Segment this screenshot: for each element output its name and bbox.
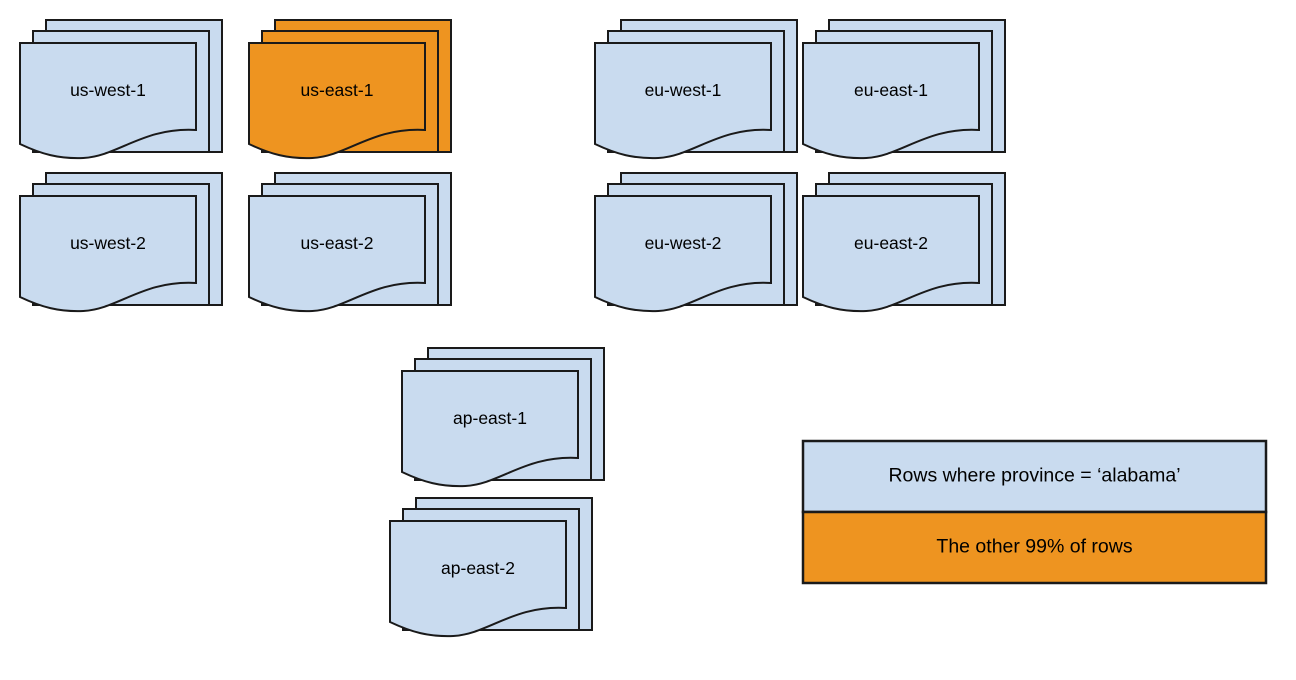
legend-row-orange: The other 99% of rows: [801, 510, 1268, 585]
legend-row-orange-label: The other 99% of rows: [936, 536, 1132, 558]
eu-east-1-front-sheet: [802, 42, 980, 160]
us-east-2-front-sheet: [248, 195, 426, 313]
legend-row-blue: Rows where province = ‘alabama’: [801, 439, 1268, 514]
document-stack-eu-east-2[interactable]: eu-east-2: [802, 172, 1006, 313]
us-east-2-label: us-east-2: [301, 233, 374, 253]
us-west-1-label: us-west-1: [70, 80, 146, 100]
eu-west-2-label: eu-west-2: [645, 233, 722, 253]
us-east-1-front-sheet: [248, 42, 426, 160]
ap-east-1-label: ap-east-1: [453, 408, 527, 428]
eu-west-1-front-sheet: [594, 42, 772, 160]
eu-east-1-label: eu-east-1: [854, 80, 928, 100]
ap-east-1-front-sheet: [401, 370, 579, 488]
legend: Rows where province = ‘alabama’ The other…: [801, 439, 1268, 585]
document-stack-eu-west-1[interactable]: eu-west-1: [594, 19, 798, 160]
document-stack-us-east-2[interactable]: us-east-2: [248, 172, 452, 313]
eu-east-2-front-sheet: [802, 195, 980, 313]
eu-east-2-label: eu-east-2: [854, 233, 928, 253]
eu-west-2-front-sheet: [594, 195, 772, 313]
document-stack-ap-east-2[interactable]: ap-east-2: [389, 497, 593, 638]
document-stack-us-west-1[interactable]: us-west-1: [19, 19, 223, 160]
legend-row-orange-swatch: [801, 510, 1268, 585]
ap-east-2-front-sheet: [389, 520, 567, 638]
document-stack-eu-west-2[interactable]: eu-west-2: [594, 172, 798, 313]
document-stack-ap-east-1[interactable]: ap-east-1: [401, 347, 605, 488]
ap-east-2-label: ap-east-2: [441, 558, 515, 578]
legend-layer: Rows where province = ‘alabama’ The other…: [801, 439, 1268, 585]
us-east-1-label: us-east-1: [301, 80, 374, 100]
eu-west-1-label: eu-west-1: [645, 80, 722, 100]
us-west-1-front-sheet: [19, 42, 197, 160]
document-stack-eu-east-1[interactable]: eu-east-1: [802, 19, 1006, 160]
document-stack-us-west-2[interactable]: us-west-2: [19, 172, 223, 313]
legend-row-blue-swatch: [801, 439, 1268, 514]
document-stack-us-east-1[interactable]: us-east-1: [248, 19, 452, 160]
stacks-layer: us-west-1 us-east-1 eu-west-1 eu-east-1 us-w…: [19, 19, 1006, 638]
us-west-2-label: us-west-2: [70, 233, 146, 253]
us-west-2-front-sheet: [19, 195, 197, 313]
legend-row-blue-label: Rows where province = ‘alabama’: [888, 465, 1180, 487]
